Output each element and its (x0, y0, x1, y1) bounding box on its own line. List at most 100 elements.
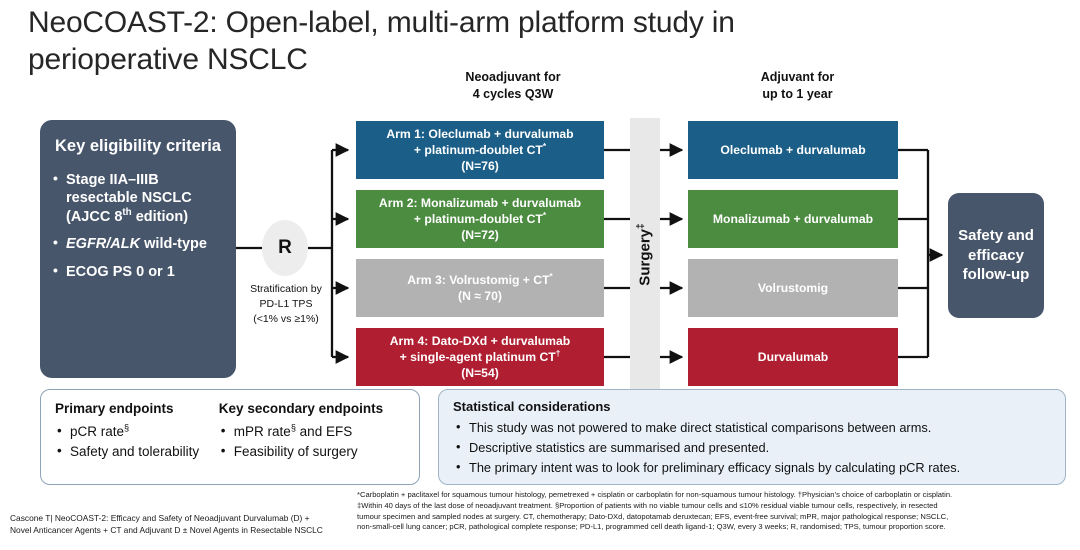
eligibility-item-stage-line1: Stage IIA–IIIB (66, 171, 159, 188)
footnote-line-1: *Carboplatin + paclitaxel for squamous t… (357, 490, 953, 499)
followup-line3: follow-up (962, 266, 1030, 284)
secondary-endpoint-mpr-suffix: and EFS (295, 424, 353, 439)
mpr-footnote-marker: § (290, 422, 296, 433)
arm-3-line1: Arm 3: Volrustomig + CT* (407, 272, 553, 288)
eligibility-item-mutation: EGFR/ALK wild-type (52, 234, 224, 254)
statistics-list: This study was not powered to make direc… (453, 417, 1051, 479)
footnotes-block: *Carboplatin + paclitaxel for squamous t… (357, 490, 1077, 533)
arm-4-line1: Arm 4: Dato-DXd + durvalumab (389, 333, 571, 348)
eligibility-heading: Key eligibility criteria (55, 137, 221, 155)
followup-text: Safety and efficacy follow-up (958, 226, 1034, 285)
eligibility-item-stage: Stage IIA–IIIB resectable NSCLC (AJCC 8t… (52, 170, 224, 227)
arm-3-footnote-marker: * (549, 270, 553, 281)
adjuvant-2-box[interactable]: Monalizumab + durvalumab (688, 190, 898, 248)
randomisation-node: R (262, 220, 308, 276)
pcr-footnote-marker: § (124, 422, 130, 433)
primary-endpoint-safety-text: Safety and tolerability (70, 444, 200, 460)
arm-2-line1: Arm 2: Monalizumab + durvalumab (378, 195, 582, 210)
secondary-endpoint-surgery-text: Feasibility of surgery (233, 444, 358, 460)
adjuvant-4-box[interactable]: Durvalumab (688, 328, 898, 386)
surgery-label-rotated: Surgery‡ (630, 118, 660, 390)
secondary-endpoints-column: Key secondary endpoints mPR rate§ and EF… (219, 401, 405, 463)
arm-1-box[interactable]: Arm 1: Oleclumab + durvalumab + platinum… (356, 121, 604, 179)
statistics-item: This study was not powered to make direc… (453, 417, 1051, 438)
arm-3-line1-text: Arm 3: Volrustomig + CT (407, 272, 550, 287)
arm-1-enrollment: (N=76) (461, 159, 499, 174)
primary-endpoint-safety: Safety and tolerability (55, 441, 213, 462)
footnote-line-3: tumour specimen and sampled nodes at sur… (357, 511, 949, 521)
footnote-line-4: non-small-cell lung cancer; pCR, patholo… (357, 522, 946, 532)
stratification-note: Stratification by PD-L1 TPS (<1% vs ≥1%) (238, 282, 334, 328)
primary-endpoint-pcr-text: pCR rate (70, 424, 125, 439)
page-title: NeoCOAST-2: Open-label, multi-arm platfo… (28, 6, 735, 77)
arm-4-footnote-marker: † (555, 347, 561, 358)
arm-2-box[interactable]: Arm 2: Monalizumab + durvalumab + platin… (356, 190, 604, 248)
adjuvant-1-box[interactable]: Oleclumab + durvalumab (688, 121, 898, 179)
secondary-endpoint-surgery: Feasibility of surgery (219, 441, 405, 462)
stratification-line3: (<1% vs ≥1%) (253, 313, 319, 326)
stratification-line2: PD-L1 TPS (259, 298, 313, 311)
followup-line1: Safety and (958, 227, 1034, 245)
ajcc-edition-superscript: th (122, 206, 132, 218)
eligibility-item-ecog-label: ECOG PS 0 or 1 (66, 263, 175, 280)
arm-2-footnote-marker: * (542, 209, 547, 220)
column-header-neoadjuvant-line1: Neoadjuvant for (465, 70, 561, 84)
primary-endpoints-column: Primary endpoints pCR rate§ Safety and t… (55, 401, 213, 463)
arm-1-footnote-marker: * (542, 140, 547, 151)
arm-1-line2-text: + platinum-doublet CT (413, 142, 543, 157)
arm-2-line2: + platinum-doublet CT* (414, 211, 546, 227)
citation-line-2: Novel Anticancer Agents + CT and Adjuvan… (10, 524, 323, 535)
arm-3-box[interactable]: Arm 3: Volrustomig + CT* (N ≈ 70) (356, 259, 604, 317)
arm-4-box[interactable]: Arm 4: Dato-DXd + durvalumab + single-ag… (356, 328, 604, 386)
arm-4-enrollment: (N=54) (461, 366, 499, 381)
arm-3-enrollment: (N ≈ 70) (458, 289, 502, 303)
secondary-endpoint-mpr: mPR rate§ and EFS (219, 421, 405, 442)
surgery-footnote-marker: ‡ (635, 222, 647, 229)
randomisation-label: R (278, 237, 292, 258)
column-header-adjuvant: Adjuvant for up to 1 year (705, 69, 890, 103)
footnote-line-2: ‡Within 40 days of the last dose of neoa… (357, 500, 938, 510)
endpoints-panel: Primary endpoints pCR rate§ Safety and t… (40, 389, 420, 485)
statistics-heading: Statistical considerations (453, 399, 611, 414)
column-header-neoadjuvant-line2: 4 cycles Q3W (472, 86, 554, 101)
eligibility-item-ecog: ECOG PS 0 or 1 (52, 262, 224, 282)
arm-4-line2-text: + single-agent platinum CT (399, 349, 556, 364)
eligibility-item-mutation-rest: wild-type (140, 236, 207, 253)
primary-endpoints-heading: Primary endpoints (55, 401, 174, 416)
arm-2-enrollment: (N=72) (461, 228, 499, 243)
eligibility-list: Stage IIA–IIIB resectable NSCLC (AJCC 8t… (52, 170, 224, 282)
primary-endpoint-pcr: pCR rate§ (55, 421, 213, 442)
statistical-considerations-panel: Statistical considerations This study wa… (438, 389, 1066, 485)
surgery-word: Surgery (636, 228, 654, 286)
adjuvant-4-label: Durvalumab (757, 350, 829, 364)
statistics-item: Descriptive statistics are summarised an… (453, 437, 1051, 458)
column-header-adjuvant-line2: up to 1 year (762, 86, 833, 101)
adjuvant-1-label: Oleclumab + durvalumab (720, 143, 866, 157)
eligibility-item-stage-line3a: (AJCC 8 (66, 208, 123, 225)
followup-panel: Safety and efficacy follow-up (948, 193, 1044, 318)
column-header-neoadjuvant: Neoadjuvant for 4 cycles Q3W (418, 69, 608, 103)
surgery-label-text: Surgery‡ (635, 222, 654, 286)
secondary-endpoint-mpr-text: mPR rate (233, 424, 291, 439)
stratification-line1: Stratification by (250, 283, 322, 295)
arm-1-line1: Arm 1: Oleclumab + durvalumab (386, 126, 574, 141)
egfr-alk-gene-label: EGFR/ALK (66, 236, 141, 253)
secondary-endpoints-heading: Key secondary endpoints (218, 401, 384, 416)
citation-line-1: Cascone T| NeoCOAST-2: Efficacy and Safe… (10, 513, 310, 523)
arm-2-line2-text: + platinum-doublet CT (413, 211, 543, 226)
primary-endpoints-list: pCR rate§ Safety and tolerability (55, 421, 213, 463)
eligibility-item-stage-line2: resectable NSCLC (66, 190, 192, 207)
surgery-band (630, 118, 660, 390)
adjuvant-3-label: Volrustomig (757, 281, 829, 295)
arm-1-line2: + platinum-doublet CT* (414, 142, 546, 158)
arm-4-line2: + single-agent platinum CT† (400, 349, 561, 365)
followup-line2: efficacy (968, 246, 1024, 264)
citation-block: Cascone T| NeoCOAST-2: Efficacy and Safe… (10, 513, 355, 537)
column-header-adjuvant-line1: Adjuvant for (760, 70, 835, 84)
adjuvant-3-box[interactable]: Volrustomig (688, 259, 898, 317)
eligibility-item-stage-line3b: edition) (131, 208, 189, 225)
secondary-endpoints-list: mPR rate§ and EFS Feasibility of surgery (219, 421, 405, 463)
statistics-item: The primary intent was to look for preli… (453, 457, 1051, 478)
